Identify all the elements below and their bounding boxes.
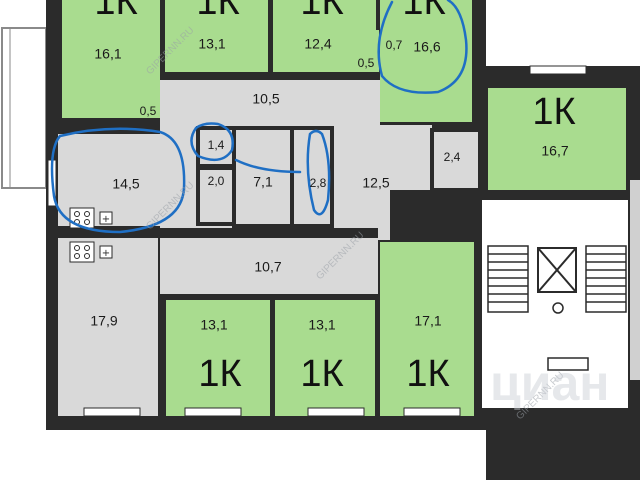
room-label-13-1-a: 13,1 bbox=[200, 317, 227, 333]
type-label-bottom-b: 1К bbox=[300, 353, 343, 395]
room-label-2-4: 2,4 bbox=[444, 150, 461, 164]
svg-text:+: + bbox=[102, 214, 110, 225]
room-17-1 bbox=[380, 242, 474, 416]
room-label-2-0: 2,0 bbox=[208, 174, 225, 188]
room-13-1-b bbox=[275, 300, 375, 416]
stairs-right bbox=[585, 245, 627, 313]
svg-text:+: + bbox=[102, 248, 110, 259]
annotation-circle-1-4 bbox=[190, 122, 234, 162]
room-label-16-7: 16,7 bbox=[541, 143, 568, 159]
room-label-0-5-left: 0,5 bbox=[140, 104, 157, 118]
room-label-16-6: 16,6 bbox=[413, 39, 440, 55]
column-marker bbox=[552, 302, 564, 314]
room-label-13-1-top: 13,1 bbox=[198, 36, 225, 52]
room-16-1 bbox=[62, 0, 160, 118]
room-label-12-4: 12,4 bbox=[304, 36, 331, 52]
room-16-6 bbox=[380, 0, 472, 122]
annotation-circle-2-8 bbox=[306, 129, 331, 216]
room-13-1-top bbox=[165, 0, 268, 72]
corridor-lower bbox=[160, 238, 378, 294]
room-7-1 bbox=[232, 126, 294, 228]
room-label-17-9: 17,9 bbox=[90, 313, 117, 329]
landing-window bbox=[547, 357, 589, 371]
room-label-14-5: 14,5 bbox=[112, 176, 139, 192]
stove-icon: + bbox=[69, 241, 113, 263]
corridor-link bbox=[378, 190, 390, 240]
room-label-0-7: 0,7 bbox=[386, 38, 403, 52]
room-label-2-8: 2,8 bbox=[310, 176, 327, 190]
type-label-top-a: 1К bbox=[94, 0, 137, 23]
annotation-circle-16-6 bbox=[377, 0, 468, 94]
type-label-bottom-c: 1К bbox=[406, 353, 449, 395]
brand-watermark: циан bbox=[490, 355, 609, 411]
annotation-line bbox=[234, 158, 302, 174]
room-label-17-1: 17,1 bbox=[414, 313, 441, 329]
type-label-right: 1К bbox=[532, 91, 575, 133]
room-label-0-5-right: 0,5 bbox=[358, 56, 375, 70]
elevator-shaft bbox=[537, 247, 577, 293]
room-17-9 bbox=[58, 238, 158, 416]
room-2-0 bbox=[196, 166, 236, 226]
room-label-13-1-b: 13,1 bbox=[308, 317, 335, 333]
room-label-10-5: 10,5 bbox=[252, 91, 279, 107]
room-label-10-7: 10,7 bbox=[254, 259, 281, 275]
type-label-top-b: 1К bbox=[196, 0, 239, 23]
room-2-4 bbox=[430, 128, 482, 192]
room-label-16-1: 16,1 bbox=[94, 46, 121, 62]
room-label-7-1: 7,1 bbox=[253, 174, 273, 190]
room-16-7 bbox=[488, 88, 626, 190]
right-neighbor bbox=[630, 180, 640, 380]
room-0-7-area bbox=[355, 30, 379, 72]
annotation-circle-14-5 bbox=[50, 127, 186, 234]
annotation-marks bbox=[50, 0, 468, 234]
stairs-left bbox=[487, 245, 529, 313]
type-label-top-c: 1К bbox=[300, 0, 343, 23]
type-label-top-d: 1К bbox=[402, 0, 445, 23]
type-label-bottom-a: 1К bbox=[198, 353, 241, 395]
room-label-1-4: 1,4 bbox=[208, 138, 225, 152]
room-13-1-a bbox=[166, 300, 270, 416]
room-label-12-5: 12,5 bbox=[362, 175, 389, 191]
